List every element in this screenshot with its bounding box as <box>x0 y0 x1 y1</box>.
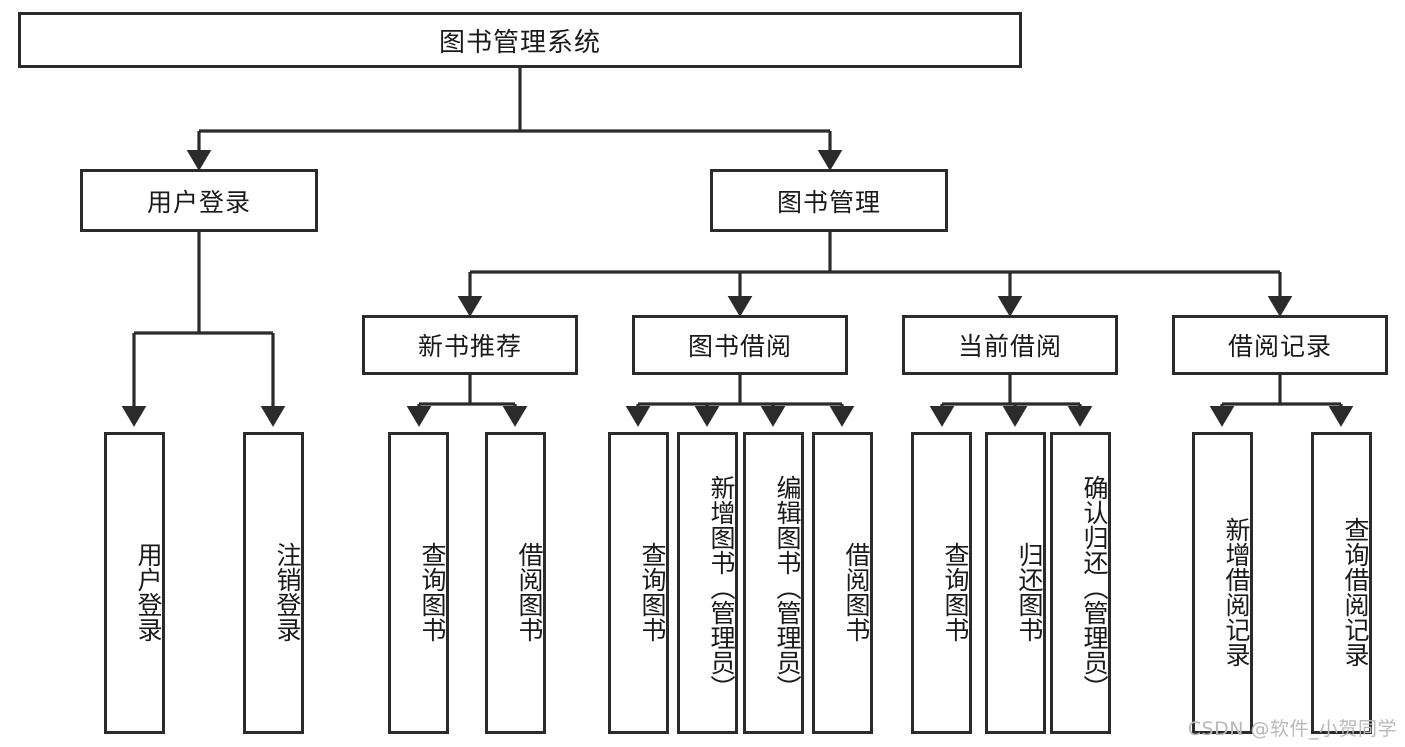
leaf-user-login-signout[interactable]: 注销登录 <box>243 432 304 734</box>
node-label: 图书借阅 <box>687 332 792 361</box>
node-book-management-system[interactable]: 图书管理系统 <box>18 12 1022 68</box>
node-borrow-record[interactable]: 借阅记录 <box>1172 315 1388 375</box>
node-current-borrow[interactable]: 当前借阅 <box>902 315 1118 375</box>
leaf-book-borrow-add[interactable]: 新增图书（管理员） <box>677 432 738 734</box>
leaf-current-borrow-query[interactable]: 查询图书 <box>911 432 972 734</box>
node-label: 借阅图书 <box>842 542 871 642</box>
node-label: 借阅记录 <box>1227 332 1332 361</box>
leaf-borrow-record-query[interactable]: 查询借阅记录 <box>1311 432 1372 734</box>
node-label: 新增借阅记录 <box>1222 517 1251 667</box>
leaf-book-borrow-edit[interactable]: 编辑图书（管理员） <box>743 432 804 734</box>
node-label: 查询图书 <box>941 542 970 642</box>
node-label: 新书推荐 <box>417 332 522 361</box>
node-label: 图书管理 <box>776 187 881 217</box>
node-book-borrow[interactable]: 图书借阅 <box>632 315 848 375</box>
node-label: 确认归还（管理员） <box>1080 474 1109 700</box>
node-label: 注销登录 <box>273 542 302 642</box>
leaf-current-borrow-confirm-return[interactable]: 确认归还（管理员） <box>1050 432 1111 734</box>
node-label: 查询借阅记录 <box>1341 517 1370 667</box>
leaf-borrow-record-add[interactable]: 新增借阅记录 <box>1192 432 1253 734</box>
node-label: 用户登录 <box>146 187 251 217</box>
node-user-login[interactable]: 用户登录 <box>80 169 318 232</box>
watermark-text: CSDN @软件_小贺同学 <box>1187 718 1397 740</box>
node-label: 当前借阅 <box>957 332 1062 361</box>
leaf-book-borrow-lend[interactable]: 借阅图书 <box>812 432 873 734</box>
node-new-book-recommend[interactable]: 新书推荐 <box>362 315 578 375</box>
node-label: 编辑图书（管理员） <box>773 474 802 700</box>
node-book-management[interactable]: 图书管理 <box>710 169 948 232</box>
node-label: 查询图书 <box>418 542 447 642</box>
leaf-current-borrow-return[interactable]: 归还图书 <box>985 432 1046 734</box>
node-label: 图书管理系统 <box>438 27 601 58</box>
node-label: 借阅图书 <box>515 542 544 642</box>
node-label: 归还图书 <box>1015 542 1044 642</box>
node-label: 用户登录 <box>134 542 163 642</box>
leaf-new-book-query[interactable]: 查询图书 <box>388 432 449 734</box>
node-label: 新增图书（管理员） <box>707 474 736 700</box>
leaf-book-borrow-query[interactable]: 查询图书 <box>608 432 669 734</box>
node-label: 查询图书 <box>638 542 667 642</box>
leaf-user-login-signin[interactable]: 用户登录 <box>104 432 165 734</box>
leaf-new-book-borrow[interactable]: 借阅图书 <box>485 432 546 734</box>
